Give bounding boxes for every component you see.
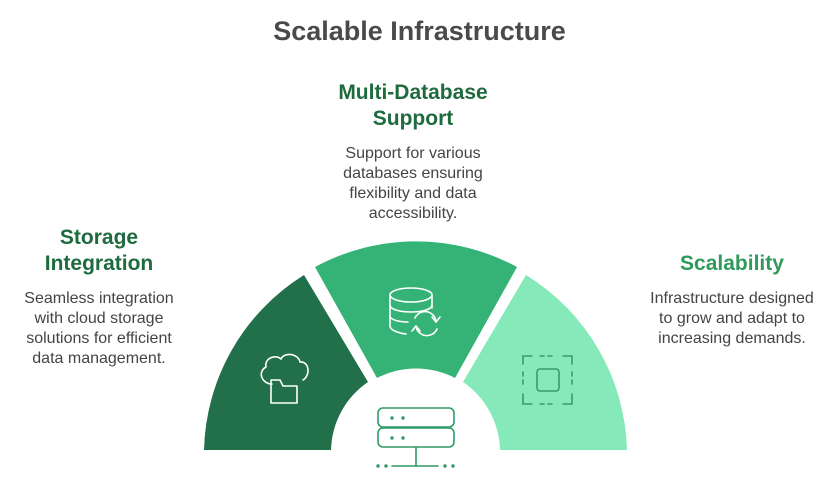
storage-description: Seamless integration with cloud storage … [24, 290, 174, 367]
database-segment [315, 241, 517, 378]
storage-block: Storage Integration Seamless integration… [8, 225, 190, 369]
cloud-folder-icon [260, 353, 309, 404]
database-description: Support for various databases ensuring f… [343, 145, 483, 222]
diagram-title: Scalable Infrastructure [273, 16, 566, 46]
scale-frame-icon [522, 355, 573, 405]
scalability-segment [463, 275, 627, 450]
storage-heading: Storage Integration [44, 226, 154, 275]
database-block: Multi-Database Support Support for vario… [313, 80, 513, 224]
storage-segment [204, 275, 368, 450]
scalability-block: Scalability Infrastructure designed to g… [636, 251, 828, 349]
scalability-description: Infrastructure designed to grow and adap… [650, 290, 814, 347]
database-sync-icon [389, 287, 441, 337]
database-heading: Multi-Database Support [338, 81, 488, 130]
server-network-icon [376, 407, 455, 468]
scalability-heading: Scalability [680, 252, 784, 275]
